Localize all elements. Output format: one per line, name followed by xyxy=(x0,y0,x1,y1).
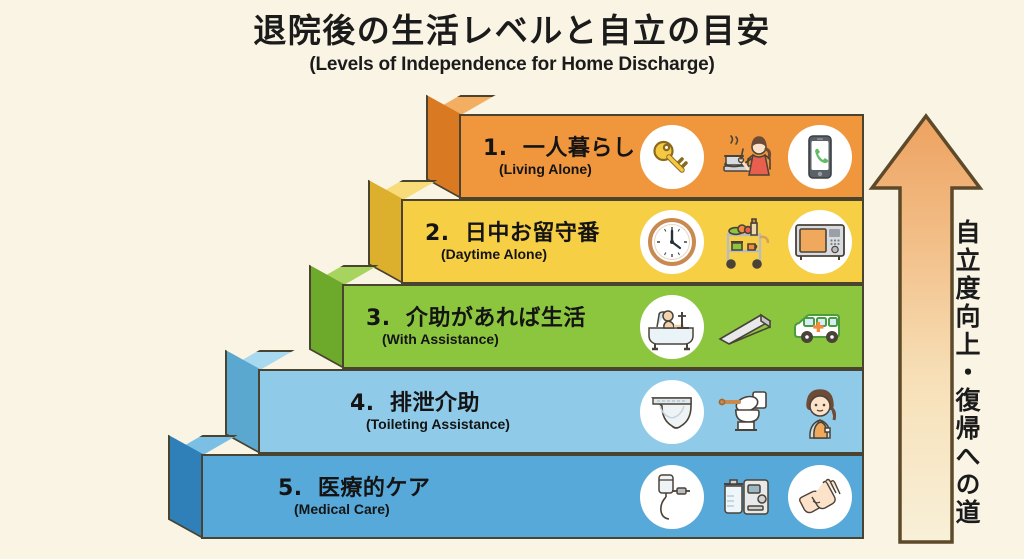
title-block: 退院後の生活レベルと自立の目安 (Levels of Independence … xyxy=(0,12,1024,76)
key-icon xyxy=(640,124,704,189)
step-3-icon-group xyxy=(640,294,852,359)
bath-lift-icon xyxy=(640,294,704,359)
page-title-english: (Levels of Independence for Home Dischar… xyxy=(309,53,715,75)
step-2-title-japanese: 日中お留守番 xyxy=(464,220,600,246)
iv-drip-icon xyxy=(640,464,704,529)
step-2-front-face: 2. 日中お留守番 (Daytime Alone) xyxy=(401,199,864,284)
step-5-label-japanese: 5. 医療的ケア xyxy=(278,477,430,500)
step-2-label: 2. 日中お留守番 (Daytime Alone) xyxy=(403,222,600,261)
step-3-front-face: 3. 介助があれば生活 (With Assistance) xyxy=(342,284,864,369)
step-1-label-english: (Living Alone) xyxy=(499,161,592,178)
suction-machine-icon xyxy=(714,465,778,529)
step-1-icon-group xyxy=(640,124,852,189)
step-5-front-face: 5. 医療的ケア (Medical Care) xyxy=(201,454,864,539)
step-5-medical-care[interactable]: 5. 医療的ケア (Medical Care) xyxy=(168,454,864,539)
wheelchair-ramp-icon xyxy=(714,295,778,359)
step-4-icon-group xyxy=(640,379,852,444)
food-cart-icon xyxy=(714,210,778,274)
step-1-title-japanese: 一人暮らし xyxy=(522,135,636,161)
step-2-label-english: (Daytime Alone) xyxy=(441,246,548,263)
step-5-number: 5. xyxy=(278,475,303,501)
arrow-label: 自立度向上・復帰への道 xyxy=(952,219,981,527)
step-1-front-face: 1. 一人暮らし (Living Alone) xyxy=(459,114,864,199)
step-2-label-japanese: 2. 日中お留守番 xyxy=(425,222,600,245)
step-3-label-english: (With Assistance) xyxy=(382,331,499,348)
adult-diaper-icon xyxy=(640,379,704,444)
step-4-label-english: (Toileting Assistance) xyxy=(366,416,510,433)
step-5-icon-group xyxy=(640,464,852,529)
caregiver-person-icon xyxy=(788,380,852,444)
step-5-label-english: (Medical Care) xyxy=(294,501,390,518)
step-3-title-japanese: 介助があれば生活 xyxy=(405,305,586,331)
step-2-number: 2. xyxy=(425,220,450,246)
hand-washing-icon xyxy=(788,464,852,529)
wall-clock-icon xyxy=(640,209,704,274)
step-3-label: 3. 介助があれば生活 (With Assistance) xyxy=(344,307,586,346)
page-title-japanese: 退院後の生活レベルと自立の目安 xyxy=(253,11,771,50)
step-3-number: 3. xyxy=(366,305,391,331)
step-4-front-face: 4. 排泄介助 (Toileting Assistance) xyxy=(258,369,864,454)
step-4-label: 4. 排泄介助 (Toileting Assistance) xyxy=(260,392,510,431)
step-1-label-japanese: 1. 一人暮らし xyxy=(483,137,635,160)
cooking-person-icon xyxy=(714,125,778,189)
step-4-number: 4. xyxy=(350,390,375,416)
microwave-oven-icon xyxy=(788,209,852,274)
step-2-icon-group xyxy=(640,209,852,274)
arrow-shape-icon xyxy=(868,113,984,544)
care-van-icon xyxy=(788,295,852,359)
step-3-with-assistance[interactable]: 3. 介助があれば生活 (With Assistance) xyxy=(309,284,864,369)
step-4-label-japanese: 4. 排泄介助 xyxy=(350,392,510,415)
progress-arrow: 自立度向上・復帰への道 xyxy=(868,112,984,548)
step-1-number: 1. xyxy=(483,135,508,161)
smartphone-call-icon xyxy=(788,124,852,189)
step-5-title-japanese: 医療的ケア xyxy=(317,475,431,501)
toilet-grab-bar-icon xyxy=(714,380,778,444)
step-1-label: 1. 一人暮らし (Living Alone) xyxy=(461,137,635,176)
step-2-daytime-alone[interactable]: 2. 日中お留守番 (Daytime Alone) xyxy=(368,199,864,284)
step-4-title-japanese: 排泄介助 xyxy=(389,390,480,416)
step-5-label: 5. 医療的ケア (Medical Care) xyxy=(203,477,430,516)
step-3-label-japanese: 3. 介助があれば生活 xyxy=(366,307,586,330)
step-1-living-alone[interactable]: 1. 一人暮らし (Living Alone) xyxy=(426,114,864,199)
step-4-toileting-assistance[interactable]: 4. 排泄介助 (Toileting Assistance) xyxy=(225,369,864,454)
